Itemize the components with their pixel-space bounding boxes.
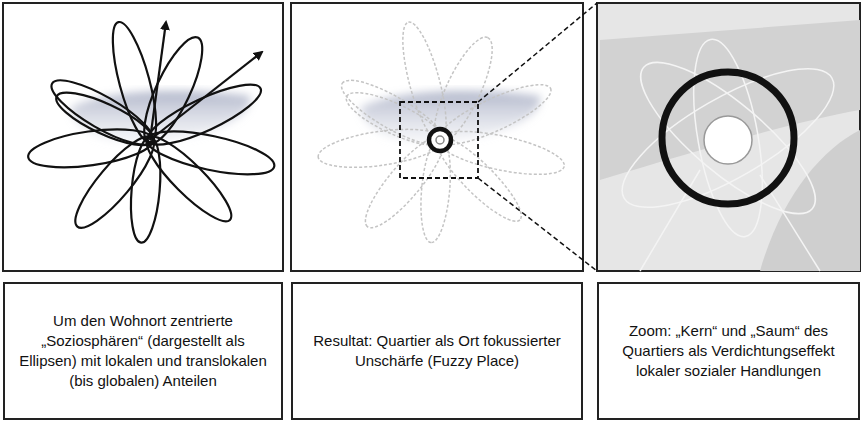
caption-text: Zoom: „Kern“ und „Saum“ des Quartiers al… [609,321,848,381]
caption-box: Um den Wohnort zentrierte „Soziosphären“… [3,282,283,420]
caption-text: Um den Wohnort zentrierte „Soziosphären“… [15,311,271,391]
caption-box: Zoom: „Kern“ und „Saum“ des Quartiers al… [597,282,860,420]
caption-text: Resultat: Quartier als Ort fokussierter … [303,331,571,371]
caption-box: Resultat: Quartier als Ort fokussierter … [291,282,583,420]
